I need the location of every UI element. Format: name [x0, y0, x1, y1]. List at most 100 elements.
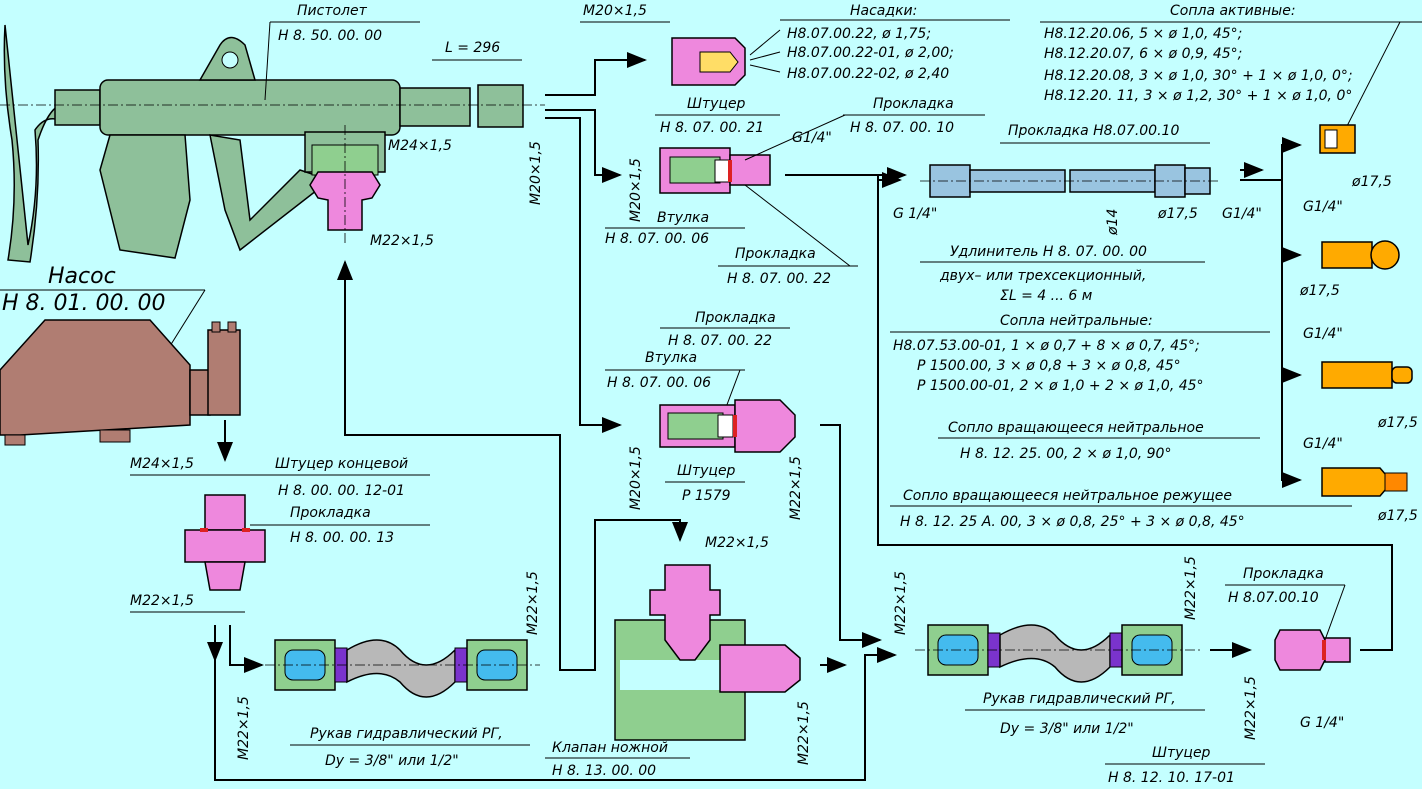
- nozzles-title: Насадки:: [850, 3, 917, 19]
- pistol-drawing: [0, 24, 545, 263]
- hose2-m22-right: M22×1,5: [1183, 556, 1199, 620]
- br-shtutser: Штуцер: [1152, 745, 1211, 761]
- g14-label-1: G1/4": [792, 130, 832, 146]
- rot-cut-code: Н 8. 12. 25 А. 00, 3 × ø 0,8, 25° + 3 × …: [900, 514, 1245, 530]
- pump-drawing: [0, 319, 241, 446]
- m20-top-label: M20×1,5: [583, 3, 647, 19]
- nozzle-cut-drawing: [1321, 467, 1408, 497]
- d175-a: ø17,5: [1351, 174, 1392, 190]
- active-2: Н8.12.20.07, 6 × ø 0,9, 45°;: [1044, 46, 1242, 62]
- hose1-m22-left: M22×1,5: [236, 696, 252, 760]
- mid-m22: M22×1,5: [788, 456, 804, 520]
- neutral-title: Сопла нейтральные:: [1000, 313, 1153, 329]
- pump-title: Насос: [48, 264, 116, 289]
- hose2-dy: Dy = 3/8" или 1/2": [1000, 721, 1134, 737]
- mid-vtulka-code: Н 8. 07. 00. 06: [607, 375, 711, 391]
- end-fitting-drawing: [184, 494, 266, 591]
- d175-c: ø17,5: [1377, 415, 1418, 431]
- length-label: L = 296: [445, 40, 500, 56]
- ext-len: ΣL = 4 ... 6 м: [1000, 288, 1093, 304]
- pistol-m20-vert: M20×1,5: [528, 141, 544, 205]
- mid-prokladka: Прокладка: [695, 310, 776, 326]
- br-m22: M22×1,5: [1243, 676, 1259, 740]
- end-fitting: Штуцер концевой: [275, 456, 408, 472]
- g14-ext-right: G1/4": [1222, 206, 1262, 222]
- prokladka-10-code: Н 8. 07. 00. 10: [850, 120, 954, 136]
- mid-shtutser: Штуцер: [677, 463, 736, 479]
- valve-m22-right: M22×1,5: [796, 701, 812, 765]
- d14-label: ø14: [1105, 209, 1121, 236]
- mid-fitting-drawing: [659, 399, 796, 453]
- mid-vtulka: Втулка: [645, 350, 697, 366]
- valve-code: Н 8. 13. 00. 00: [552, 763, 656, 779]
- shtutser-21-label: Штуцер: [687, 96, 746, 112]
- m20-label-2: M20×1,5: [628, 158, 644, 222]
- g14-c: G1/4": [1303, 326, 1343, 342]
- nozzle-ball-drawing: [1321, 240, 1400, 270]
- active-title: Сопла активные:: [1170, 3, 1296, 19]
- prokladka-22-code: Н 8. 07. 00. 22: [727, 271, 831, 287]
- neutral-2: Р 1500.00, 3 × ø 0,8 + 3 × ø 0,8, 45°: [917, 358, 1181, 374]
- hose-1-drawing: [265, 639, 540, 698]
- mid-shtutser-code: Р 1579: [682, 488, 731, 504]
- pistol-title: Пистолет: [297, 3, 368, 19]
- m22-pump: M22×1,5: [130, 593, 194, 609]
- vtulka-label: Втулка: [657, 210, 709, 226]
- nozzle-3: Н8.07.00.22-02, ø 2,40: [787, 66, 949, 82]
- pistol-code: Н 8. 50. 00. 00: [278, 28, 382, 44]
- hose1-m22-right: M22×1,5: [525, 571, 541, 635]
- hose2-m22-left: M22×1,5: [893, 571, 909, 635]
- valve-m22-top: M22×1,5: [705, 535, 769, 551]
- flow-lines: [207, 52, 1393, 781]
- fitting-21-drawing: [659, 147, 771, 194]
- g14-b: G1/4": [1303, 199, 1343, 215]
- neutral-3: Р 1500.00-01, 2 × ø 1,0 + 2 × ø 1,0, 45°: [917, 378, 1204, 394]
- br-fitting-drawing: [1274, 629, 1351, 671]
- nozzle-1: Н8.07.00.22, ø 1,75;: [787, 26, 931, 42]
- br-prokladka-code: Н 8.07.00.10: [1228, 590, 1319, 606]
- rot-neutral-title: Сопло вращающееся нейтральное: [948, 420, 1204, 436]
- ext-prokladka: Прокладка Н8.07.00.10: [1008, 123, 1179, 139]
- g14-ext-left: G 1/4": [893, 206, 937, 222]
- d175-b: ø17,5: [1299, 283, 1340, 299]
- d175-ext: ø17,5: [1157, 206, 1198, 222]
- br-prokladka: Прокладка: [1243, 566, 1324, 582]
- prokladka-10-label: Прокладка: [873, 96, 954, 112]
- hose-2-drawing: [915, 624, 1200, 683]
- hose1-title: Рукав гидравлический РГ,: [310, 726, 503, 742]
- pistol-m22-label: M22×1,5: [370, 233, 434, 249]
- mid-prokladka-code: Н 8. 07. 00. 22: [668, 333, 772, 349]
- pistol-m24-label: M24×1,5: [388, 138, 452, 154]
- nozzle-neutral-drawing: [1321, 361, 1413, 389]
- nozzle-drawing: [671, 37, 746, 86]
- neutral-1: Н8.07.53.00-01, 1 × ø 0,7 + 8 × ø 0,7, 4…: [893, 338, 1200, 354]
- active-3: Н8.12.20.08, 3 × ø 1,0, 30° + 1 × ø 1,0,…: [1044, 68, 1353, 84]
- br-shtutser-code: Н 8. 12. 10. 17-01: [1108, 770, 1235, 785]
- m24-pump: M24×1,5: [130, 456, 194, 472]
- hose2-title: Рукав гидравлический РГ,: [983, 691, 1176, 707]
- valve-drawing: [614, 564, 801, 741]
- end-fitting-code: Н 8. 00. 00. 12-01: [278, 483, 405, 499]
- nozzle-2: Н8.07.00.22-01, ø 2,00;: [787, 45, 954, 61]
- ext-title: Удлинитель Н 8. 07. 00. 00: [950, 244, 1147, 260]
- mid-m20: M20×1,5: [628, 446, 644, 510]
- pump-code: Н 8. 01. 00. 00: [2, 291, 165, 316]
- shtutser-21-code: Н 8. 07. 00. 21: [660, 120, 764, 136]
- g14-d: G1/4": [1303, 436, 1343, 452]
- rot-cut-title: Сопло вращающееся нейтральное режущее: [903, 488, 1232, 504]
- active-4: Н8.12.20. 11, 3 × ø 1,2, 30° + 1 × ø 1,0…: [1044, 88, 1352, 104]
- end-prokladka: Прокладка: [290, 505, 371, 521]
- valve-title: Клапан ножной: [552, 740, 668, 756]
- ext-sub: двух– или трехсекционный,: [939, 268, 1146, 284]
- prokladka-22-label: Прокладка: [735, 246, 816, 262]
- extension-drawing: [920, 164, 1220, 198]
- rot-neutral-code: Н 8. 12. 25. 00, 2 × ø 1,0, 90°: [960, 446, 1171, 462]
- active-1: Н8.12.20.06, 5 × ø 1,0, 45°;: [1044, 26, 1242, 42]
- br-g14: G 1/4": [1300, 715, 1344, 731]
- hose1-dy: Dy = 3/8" или 1/2": [325, 753, 459, 769]
- nozzle-active-drawing: [1319, 124, 1356, 154]
- vtulka-code: Н 8. 07. 00. 06: [605, 231, 709, 247]
- d175-d: ø17,5: [1377, 508, 1418, 524]
